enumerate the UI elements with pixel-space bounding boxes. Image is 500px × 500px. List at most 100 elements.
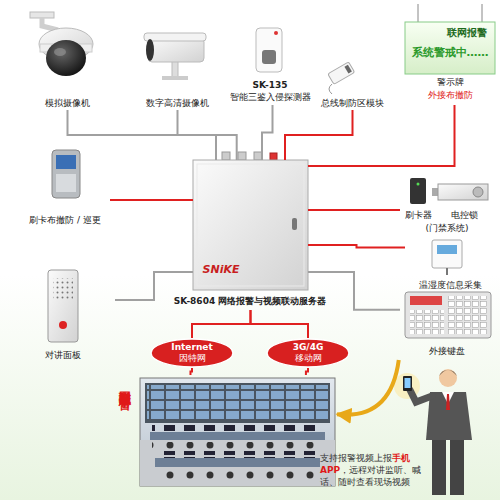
server-cabinet <box>193 152 308 290</box>
dome-camera <box>42 18 58 30</box>
node-label: SNiKE <box>203 264 240 275</box>
intercom-panel <box>59 321 67 329</box>
keypad-node: 外接键盘 <box>400 288 495 363</box>
server-cabinet <box>238 152 246 160</box>
humidity-sensor <box>432 240 462 268</box>
card-reader-panel <box>52 150 80 198</box>
node-label: 3G/4G <box>293 342 324 353</box>
dome-camera <box>30 12 93 76</box>
connector-line <box>306 368 308 375</box>
bus-module <box>328 62 355 84</box>
node-label: 外接布撤防 <box>428 90 473 101</box>
node-label: (门禁系统) <box>425 223 468 234</box>
intercom-panel <box>53 278 73 300</box>
node-label: 外接键盘 <box>429 346 465 357</box>
connector-line <box>308 105 455 166</box>
module-node: 总线制防区模块 <box>315 60 390 110</box>
pir-detector <box>256 28 282 72</box>
warning-sign <box>405 22 495 74</box>
control-room <box>152 425 324 432</box>
connector-line <box>190 368 192 375</box>
control-room <box>152 442 324 451</box>
warning-sign <box>482 4 483 22</box>
vertical-title: 联网报警中心平台 <box>117 381 133 389</box>
connector-line <box>308 209 400 211</box>
node-label: 警示牌 <box>437 77 464 88</box>
node-label: 移动网 <box>295 353 322 364</box>
ellipse-shape <box>267 339 349 367</box>
access-node: 刷卡器 电控锁 (门禁系统) <box>400 170 495 232</box>
dome-camera <box>54 48 66 56</box>
node-label: 对讲面板 <box>45 350 81 361</box>
keypad <box>410 296 442 305</box>
person-with-phone <box>432 440 446 495</box>
note-paragraph: 支持报警视频上报手机APP，远程对讲监听、喊话、随时查看现场视频 <box>320 452 428 488</box>
bullet-camera <box>162 76 188 80</box>
pir-detector <box>256 28 282 72</box>
camera-node: 数字高清摄像机 <box>140 15 215 110</box>
server-cabinet <box>222 152 230 160</box>
server-cabinet <box>254 152 262 160</box>
card-reader-panel <box>56 174 76 192</box>
control-room <box>150 432 325 440</box>
humidity-sensor <box>432 240 462 275</box>
node-label: 总线制防区模块 <box>321 98 384 109</box>
network-ellipse: Internet因特网 <box>150 338 234 368</box>
control-room <box>147 385 328 421</box>
node-label: 系统警戒中…… <box>412 46 489 59</box>
node-label: 模拟摄像机 <box>45 98 90 109</box>
access-control <box>410 178 488 204</box>
person-with-phone <box>439 369 457 387</box>
warning-sign <box>405 4 495 74</box>
node-label: 因特网 <box>179 353 206 364</box>
connector-line <box>178 110 237 160</box>
intercom-panel <box>48 270 78 342</box>
bullet-camera <box>144 33 206 41</box>
curved-arrow <box>337 360 399 415</box>
sensor-node: 温湿度信息采集 <box>405 236 495 294</box>
sign-node: 联网报警系统警戒中……警示牌外接布撤防 <box>405 10 495 105</box>
node-label: Internet <box>171 342 212 353</box>
control-room <box>157 451 319 458</box>
connector-line <box>285 110 353 160</box>
control-room <box>140 378 335 486</box>
node-label: 智能三鉴入侵探测器 <box>230 92 311 103</box>
bullet-camera <box>148 38 204 62</box>
keypad <box>405 292 491 338</box>
access-control <box>417 183 420 186</box>
connector-line <box>110 199 193 201</box>
humidity-sensor <box>437 245 457 254</box>
node-label: SK-8604 网络报警与视频联动服务器 <box>174 296 327 307</box>
node-label: 温湿度信息采集 <box>419 280 482 291</box>
server-cabinet <box>193 160 308 290</box>
server-cabinet <box>292 218 297 230</box>
node-label: SK-135 <box>252 80 287 91</box>
node-label: 刷卡器 <box>405 210 432 221</box>
bus-module <box>344 65 351 74</box>
bus-module <box>328 62 355 94</box>
control-room <box>140 440 335 486</box>
keypad <box>448 296 488 334</box>
bullet-camera <box>144 33 206 80</box>
connector-line <box>115 272 193 300</box>
person-with-phone <box>439 370 457 376</box>
server-cabinet <box>197 164 304 286</box>
ellipse-shape <box>151 339 233 367</box>
person-with-phone <box>410 390 432 402</box>
bus-module <box>328 62 355 84</box>
person-with-phone <box>394 369 472 495</box>
detector-node: SK-135智能三鉴入侵探测器 <box>230 25 315 105</box>
platform-node: 联网报警中心平台 <box>115 375 337 487</box>
note-text: 支持报警视频上报 <box>320 453 392 463</box>
card-reader-panel <box>52 150 80 198</box>
pir-detector <box>274 31 278 35</box>
person-with-phone <box>405 378 411 388</box>
person-with-phone <box>446 394 450 410</box>
mobile-user-node: 支持报警视频上报手机APP，远程对讲监听、喊话、随时查看现场视频 <box>320 360 495 495</box>
node-label: 电控锁 <box>451 210 478 221</box>
person-with-phone <box>450 440 464 495</box>
person-with-phone <box>403 376 412 391</box>
